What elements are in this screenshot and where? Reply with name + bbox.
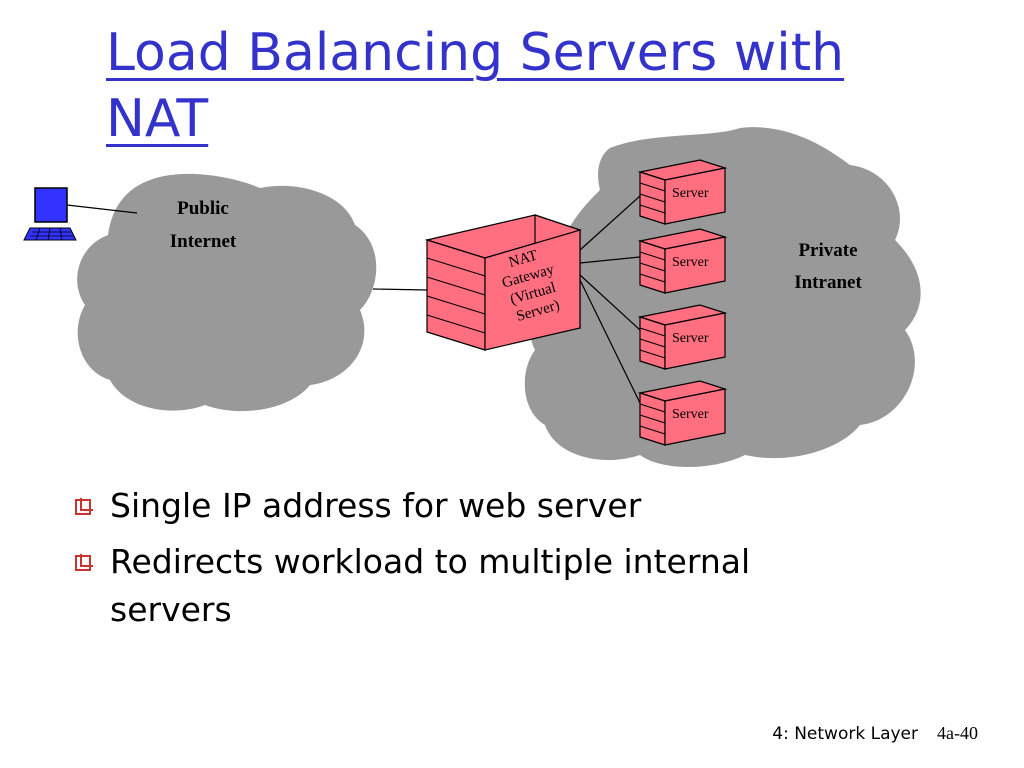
checkbox-bullet-icon — [75, 554, 93, 571]
gateway-label-line-1: NAT — [507, 248, 539, 271]
public-internet-label-line-1: Public — [177, 198, 229, 219]
footer-chapter: 4: Network Layer — [772, 724, 918, 744]
private-intranet-cloud — [524, 127, 921, 468]
title-line-2: NAT — [106, 89, 209, 149]
private-intranet-label-line-1: Private — [798, 240, 857, 261]
gateway-server-link-2 — [579, 256, 641, 264]
footer-page-number: 4a-40 — [937, 723, 978, 743]
private-intranet-label-line-2: Intranet — [794, 272, 862, 293]
bullet-text: Redirects workload to multiple internal … — [110, 542, 751, 629]
server-label: Server — [672, 255, 709, 270]
internet-gateway-link — [372, 288, 428, 291]
server-label: Server — [672, 186, 709, 201]
gateway-server-link-3 — [579, 274, 641, 331]
bullet-list: Single IP address for web server Redirec… — [70, 482, 970, 642]
bullet-item: Single IP address for web server — [70, 482, 870, 530]
server-label: Server — [672, 331, 709, 346]
bullet-text: Single IP address for web server — [110, 486, 642, 525]
title-line-1: Load Balancing Servers with — [106, 23, 845, 83]
host-computer-icon — [23, 187, 77, 241]
public-internet-cloud — [77, 173, 377, 412]
gateway-server-link-4 — [579, 279, 641, 404]
nat-gateway: NAT Gateway (Virtual Server) — [424, 214, 583, 351]
gateway-server-link-1 — [579, 195, 641, 251]
server-3: Server — [637, 304, 728, 370]
checkbox-bullet-icon — [75, 498, 93, 515]
public-internet-label-line-2: Internet — [170, 231, 237, 252]
host-link — [66, 204, 138, 214]
server-4: Server — [637, 380, 728, 446]
server-2: Server — [637, 228, 728, 294]
bullet-item: Redirects workload to multiple internal … — [70, 538, 870, 634]
server-1: Server — [637, 159, 728, 225]
slide-title: Load Balancing Servers with NAT — [106, 20, 966, 152]
server-label: Server — [672, 407, 709, 422]
